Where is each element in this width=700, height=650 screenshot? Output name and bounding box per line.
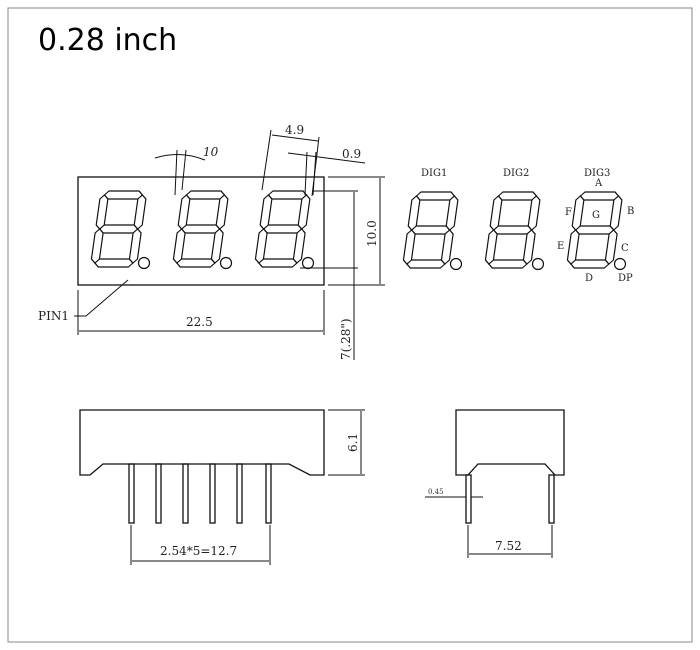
angle-arc: [154, 154, 206, 161]
front-digits: [90, 190, 315, 270]
segment-d-label: D: [585, 273, 593, 284]
angle-label: 10: [203, 145, 219, 159]
seven-segment-digit: [254, 190, 315, 270]
segment-c: [128, 228, 142, 264]
segment-g: [410, 225, 451, 235]
pin: [209, 463, 216, 524]
segment-c: [440, 229, 454, 265]
segment-e-label: E: [557, 241, 564, 252]
decimal-point: [531, 257, 545, 271]
segment-f: [571, 195, 585, 231]
decimal-point: [137, 256, 151, 270]
segment-b: [609, 195, 623, 231]
end-pin-left: [465, 474, 472, 524]
height-label: 10.0: [365, 220, 379, 247]
end-body: [455, 409, 565, 476]
pin: [236, 463, 243, 524]
seven-segment-digit: [566, 191, 627, 271]
pin: [128, 463, 135, 524]
display-body-outline: [77, 176, 325, 286]
segment-b: [297, 194, 311, 230]
segment-a: [497, 191, 538, 201]
seven-segment-digit: [172, 190, 233, 270]
frame-border: [7, 7, 693, 643]
pin: [265, 463, 272, 524]
end-view: 0.45 7.52: [425, 409, 565, 558]
pin: [155, 463, 162, 524]
digit-height-label: 7(.28"): [339, 318, 353, 360]
digit-width-label: 4.9: [285, 123, 304, 137]
pin: [182, 463, 189, 524]
end-pin-right: [548, 474, 555, 524]
width-label: 22.5: [186, 315, 213, 329]
decimal-point: [301, 256, 315, 270]
dig3-label: DIG3: [584, 168, 610, 179]
title: 0.28 inch: [38, 23, 177, 58]
segment-e: [254, 228, 268, 264]
segment-g: [492, 225, 533, 235]
decimal-point: [613, 257, 627, 271]
seven-segment-digit: [484, 191, 545, 271]
segment-a: [185, 190, 226, 200]
segment-a-label: A: [594, 178, 603, 189]
segment-b: [445, 195, 459, 231]
pin-width-label: 0.45: [428, 488, 444, 496]
pin-pitch-label: 2.54*5=12.7: [160, 544, 237, 558]
dig2-label: DIG2: [503, 168, 529, 179]
dig1-label: DIG1: [421, 168, 447, 179]
segment-e: [484, 229, 498, 265]
segment-diagram: DIG1 DIG2 DIG3 A B C D E F G DP: [402, 168, 634, 284]
segment-b-label: B: [627, 206, 634, 217]
segment-d: [176, 258, 216, 268]
segment-d: [406, 259, 446, 269]
segment-e: [172, 228, 186, 264]
row-spacing-label: 7.52: [495, 539, 522, 553]
segment-c: [522, 229, 536, 265]
segment-c: [292, 228, 306, 264]
segment-a: [267, 190, 308, 200]
seven-segment-digit: [90, 190, 151, 270]
segment-f-label: F: [565, 207, 572, 218]
segment-f: [95, 194, 109, 230]
segment-a: [103, 190, 144, 200]
segment-d: [94, 258, 134, 268]
segment-c-label: C: [621, 243, 629, 254]
segment-b: [215, 194, 229, 230]
side-view: 6.1 2.54*5=12.7: [79, 409, 365, 565]
segment-dp-label: DP: [618, 273, 633, 284]
segment-d: [258, 258, 298, 268]
segment-g-label: G: [592, 210, 600, 221]
segment-e: [566, 229, 580, 265]
segment-g: [262, 224, 303, 234]
side-body: [79, 409, 325, 476]
decimal-point: [449, 257, 463, 271]
segment-g: [180, 224, 221, 234]
segment-d: [570, 259, 610, 269]
segment-f: [177, 194, 191, 230]
segment-e: [90, 228, 104, 264]
segment-a: [415, 191, 456, 201]
segment-width-label: 0.9: [342, 147, 361, 161]
segment-c: [210, 228, 224, 264]
segment-b: [527, 195, 541, 231]
pin1-label: PIN1: [38, 309, 69, 323]
segment-g: [98, 224, 139, 234]
segment-a: [579, 191, 620, 201]
front-view: 10 4.9 0.9 10.0 7(.28") 22.5 PIN1: [38, 123, 385, 360]
segment-c: [604, 229, 618, 265]
segment-f: [407, 195, 421, 231]
segment-b: [133, 194, 147, 230]
segment-f: [259, 194, 273, 230]
segment-g: [574, 225, 615, 235]
decimal-point: [219, 256, 233, 270]
segment-f: [489, 195, 503, 231]
side-height-label: 6.1: [346, 433, 360, 452]
segment-d: [488, 259, 528, 269]
segment-e: [402, 229, 416, 265]
pin1-leader: [74, 279, 129, 317]
seven-segment-digit: [402, 191, 463, 271]
